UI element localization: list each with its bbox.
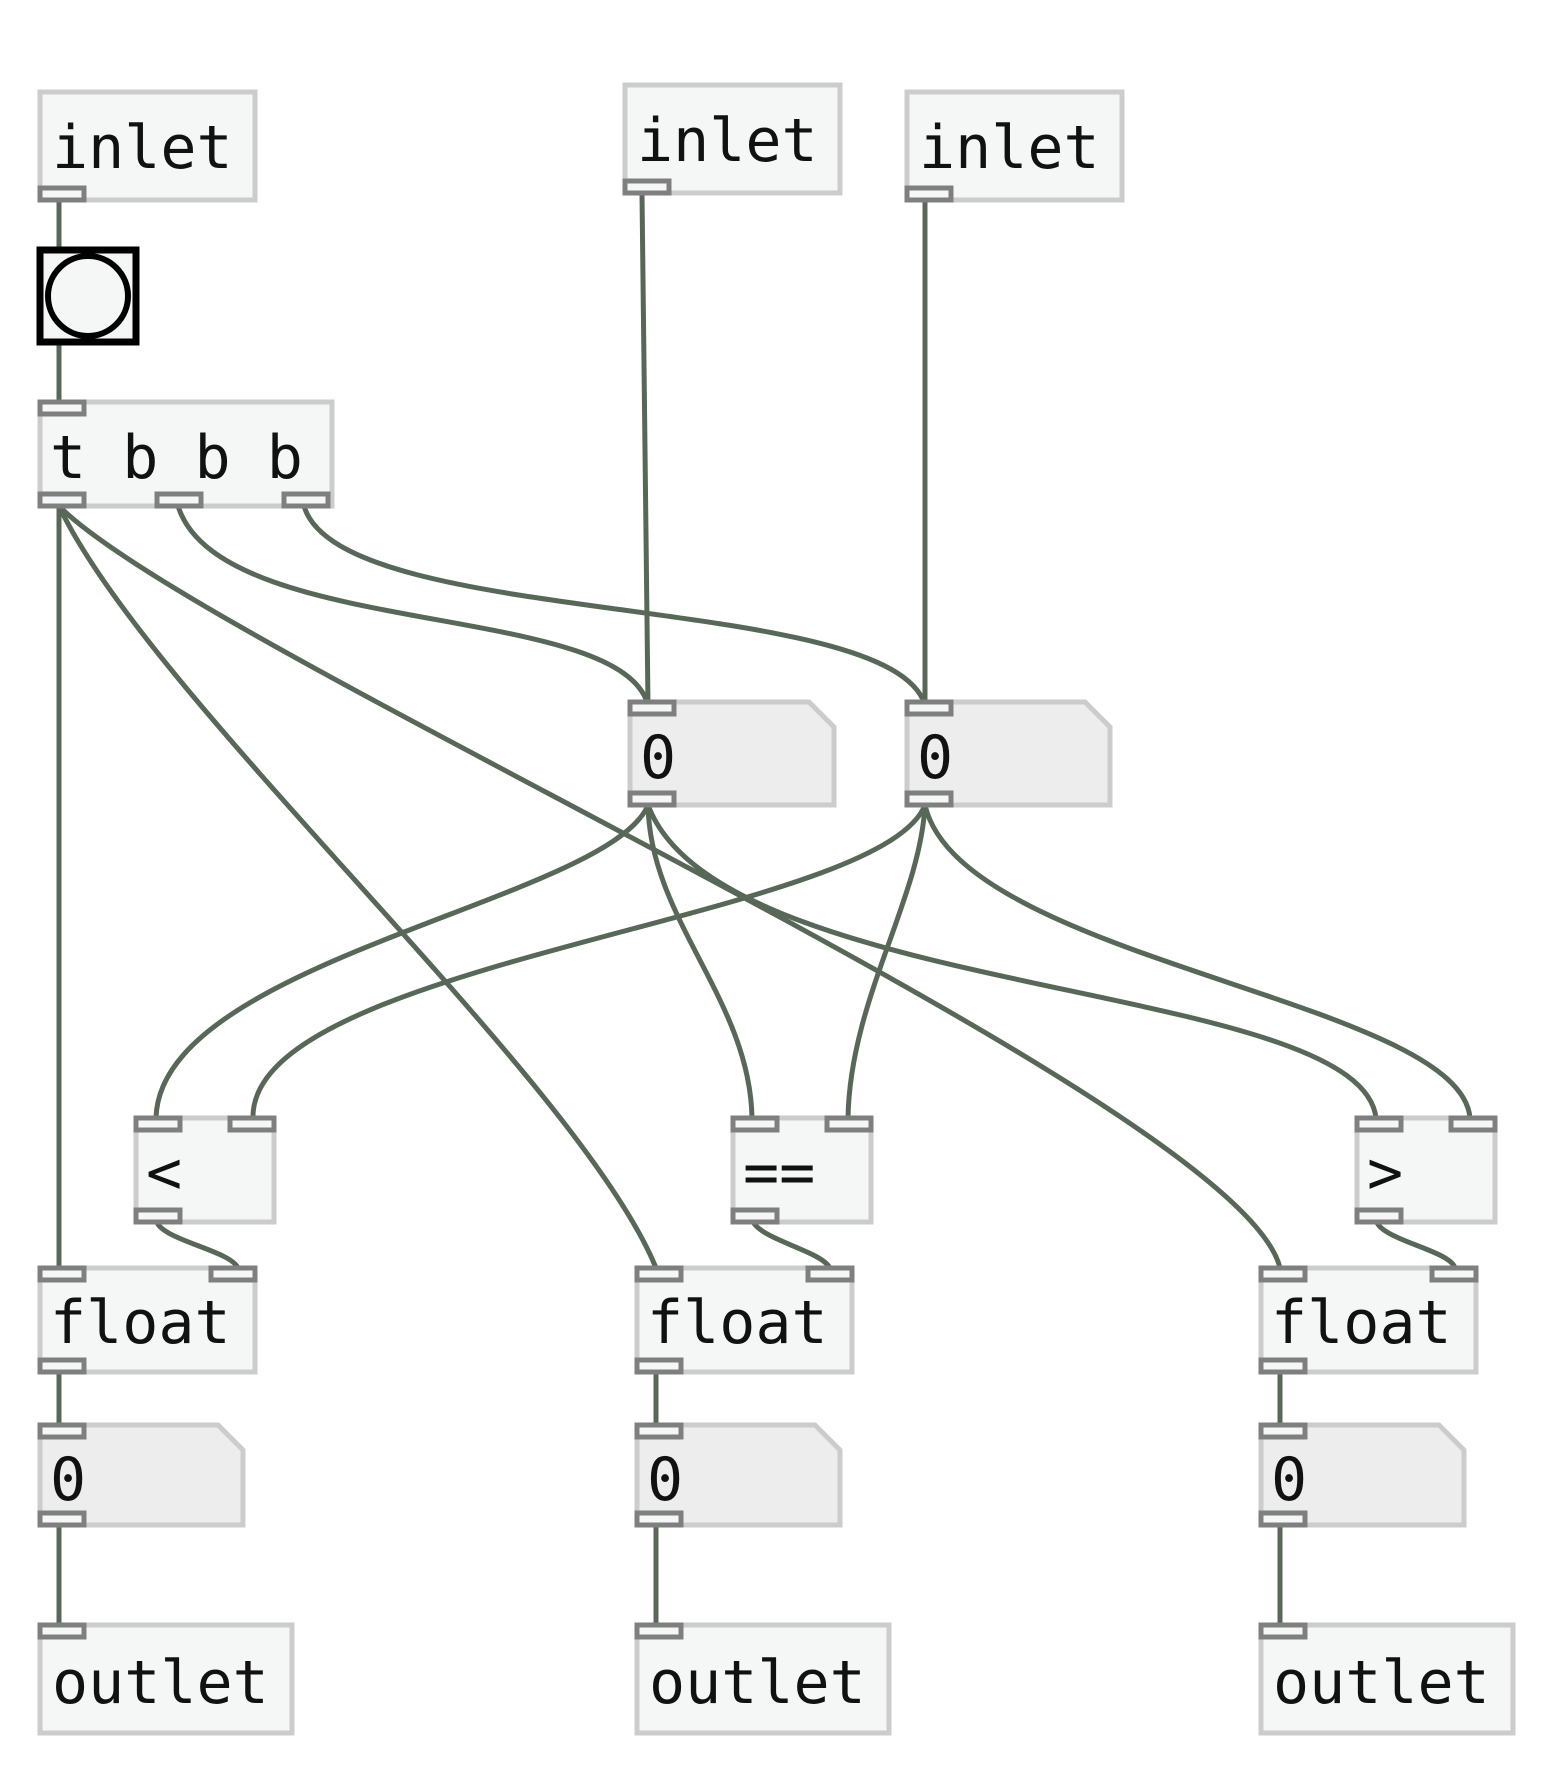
object-label: > (1367, 1138, 1403, 1208)
object-label: inlet (637, 106, 818, 176)
outlet-port[interactable] (37, 185, 87, 203)
cord-numbera-eq-left[interactable] (645, 802, 755, 1121)
object-label: float (1271, 1288, 1452, 1358)
inlet-port[interactable] (627, 699, 677, 717)
inlet-port[interactable] (805, 1265, 855, 1283)
inlet-port[interactable] (1258, 1265, 1308, 1283)
inlet-port[interactable] (904, 699, 954, 717)
cord-numbera-gt-left[interactable] (645, 802, 1379, 1121)
inlet-port[interactable] (1258, 1422, 1308, 1440)
inlet-port[interactable] (37, 1622, 87, 1640)
outlet-port[interactable] (622, 178, 672, 196)
inlet-port[interactable] (634, 1622, 684, 1640)
bang-object[interactable] (36, 246, 140, 346)
outlet-port[interactable] (904, 185, 954, 203)
less-than-object[interactable]: < (133, 1115, 277, 1225)
object-label: inlet (919, 113, 1100, 183)
number-value: 0 (640, 723, 676, 793)
float-object-2[interactable]: float (634, 1265, 855, 1375)
float-object-1[interactable]: float (37, 1265, 258, 1375)
object-label: t b b b (50, 423, 303, 493)
object-label: float (50, 1288, 231, 1358)
number-box-out-2[interactable]: 0 (634, 1422, 843, 1528)
outlet-port[interactable] (154, 491, 204, 509)
inlet-port[interactable] (37, 1265, 87, 1283)
inlet-object-2[interactable]: inlet (622, 82, 843, 196)
outlet-port[interactable] (1258, 1510, 1308, 1528)
greater-than-object[interactable]: > (1354, 1115, 1498, 1225)
outlet-object-3[interactable]: outlet (1258, 1622, 1516, 1736)
equals-object[interactable]: == (730, 1115, 874, 1225)
outlet-object-2[interactable]: outlet (634, 1622, 892, 1736)
inlet-port[interactable] (730, 1115, 780, 1133)
object-label: float (647, 1288, 828, 1358)
outlet-port[interactable] (1354, 1207, 1404, 1225)
connections (56, 191, 1473, 1631)
inlet-port[interactable] (133, 1115, 183, 1133)
number-box-out-3[interactable]: 0 (1258, 1422, 1467, 1528)
bang-circle-icon[interactable] (45, 253, 131, 339)
outlet-port[interactable] (281, 491, 331, 509)
cord-eq-float2[interactable] (749, 1217, 833, 1271)
outlet-port[interactable] (730, 1207, 780, 1225)
cord-gt-float3[interactable] (1373, 1217, 1458, 1271)
cord-trigger-numberb[interactable] (301, 503, 928, 708)
inlet-port[interactable] (634, 1422, 684, 1440)
inlet-port[interactable] (1448, 1115, 1498, 1133)
number-value: 0 (917, 723, 953, 793)
number-value: 0 (1271, 1445, 1307, 1515)
inlet-port[interactable] (1429, 1265, 1479, 1283)
number-box-a[interactable]: 0 (627, 699, 837, 808)
outlet-port[interactable] (627, 790, 677, 808)
outlet-object-1[interactable]: outlet (37, 1622, 295, 1736)
object-label: == (743, 1138, 815, 1208)
number-value: 0 (647, 1445, 683, 1515)
outlet-port[interactable] (904, 790, 954, 808)
inlet-port[interactable] (824, 1115, 874, 1133)
object-label: outlet (1273, 1648, 1490, 1718)
inlet-object-3[interactable]: inlet (904, 89, 1125, 203)
outlet-port[interactable] (37, 491, 87, 509)
trigger-object[interactable]: t b b b (37, 399, 335, 509)
outlet-port[interactable] (133, 1207, 183, 1225)
float-object-3[interactable]: float (1258, 1265, 1479, 1375)
object-label: outlet (649, 1648, 866, 1718)
outlet-port[interactable] (634, 1510, 684, 1528)
number-value: 0 (50, 1445, 86, 1515)
cord-numberb-lt-right[interactable] (250, 802, 928, 1121)
inlet-object-1[interactable]: inlet (37, 89, 258, 203)
number-box-b[interactable]: 0 (904, 699, 1113, 808)
outlet-port[interactable] (634, 1357, 684, 1375)
inlet-port[interactable] (227, 1115, 277, 1133)
cord-numberb-eq-right[interactable] (845, 802, 928, 1121)
inlet-port[interactable] (37, 1422, 87, 1440)
outlet-port[interactable] (1258, 1357, 1308, 1375)
object-label: outlet (52, 1648, 269, 1718)
object-label: < (146, 1138, 182, 1208)
outlet-port[interactable] (37, 1510, 87, 1528)
cord-trigger-float3[interactable] (56, 503, 1283, 1271)
inlet-port[interactable] (208, 1265, 258, 1283)
cord-inlet2-numbera[interactable] (639, 191, 651, 708)
cord-trigger-float2[interactable] (56, 503, 659, 1271)
cord-lt-float1[interactable] (153, 1217, 241, 1271)
number-box-out-1[interactable]: 0 (37, 1422, 246, 1528)
outlet-port[interactable] (37, 1357, 87, 1375)
inlet-port[interactable] (37, 399, 87, 417)
cord-numbera-lt-left[interactable] (153, 802, 651, 1121)
inlet-port[interactable] (1258, 1622, 1308, 1640)
object-label: inlet (52, 113, 233, 183)
cord-numberb-gt-right[interactable] (922, 802, 1473, 1121)
inlet-port[interactable] (634, 1265, 684, 1283)
inlet-port[interactable] (1354, 1115, 1404, 1133)
cord-trigger-numbera[interactable] (175, 503, 651, 708)
